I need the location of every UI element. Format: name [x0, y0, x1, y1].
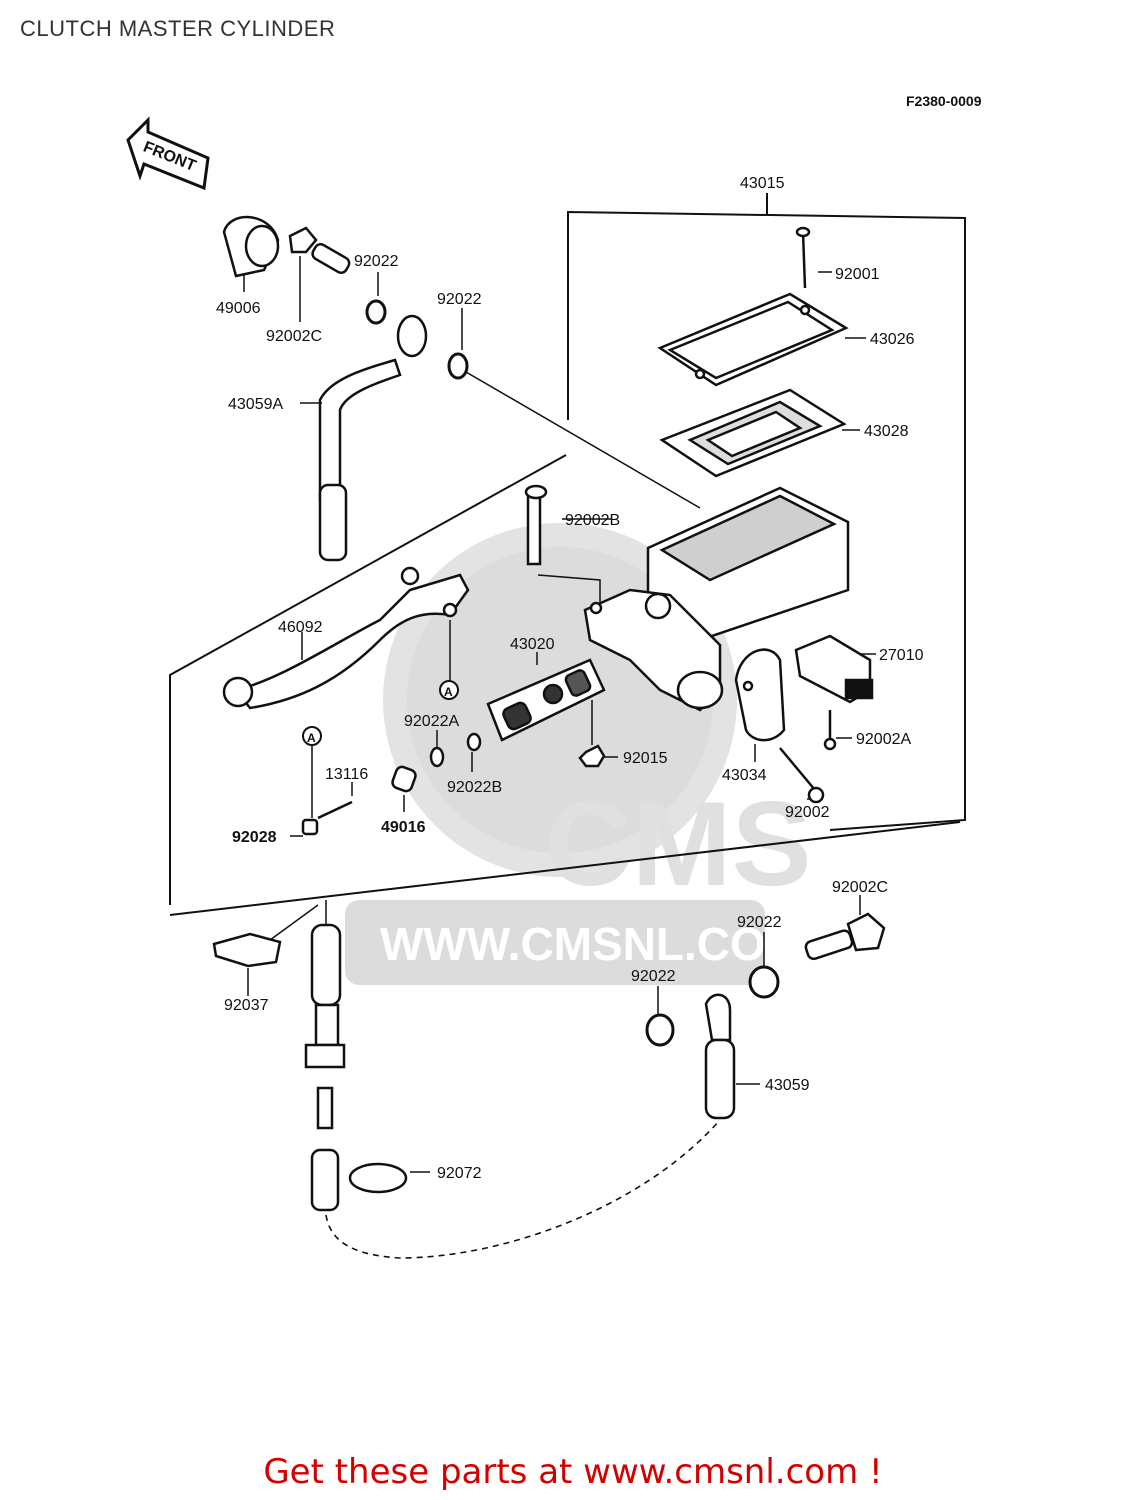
part-labels: 43015 92001 43026 43028 92002B 27010 920… [216, 175, 924, 1182]
label-43028: 43028 [864, 423, 909, 440]
screw-92002A [823, 710, 837, 751]
label-92002: 92002 [785, 804, 830, 821]
boot-49006 [222, 215, 280, 278]
label-92022A: 92022A [404, 713, 459, 730]
callout-a-2: A [307, 731, 316, 745]
label-46092: 46092 [278, 619, 323, 636]
label-43059A: 43059A [228, 396, 283, 413]
piston-assembly [486, 658, 606, 742]
hose-43059A [318, 314, 428, 562]
clutch-lever [222, 566, 470, 710]
leader-lines [243, 256, 876, 1173]
label-92022-c: 92022 [737, 914, 782, 931]
small-parts [301, 732, 482, 836]
label-43059: 43059 [765, 1077, 810, 1094]
screw-92001 [795, 226, 811, 289]
banjo-bolt-top [288, 226, 351, 274]
bolt-92002 [779, 747, 825, 804]
label-49016: 49016 [381, 819, 426, 836]
callout-a-1: A [444, 685, 453, 699]
label-92022B: 92022B [447, 779, 502, 796]
diaphragm [659, 388, 847, 478]
label-43015: 43015 [740, 175, 785, 192]
label-43034: 43034 [722, 767, 767, 784]
watermark-url: WWW.CMSNL.COM [380, 918, 804, 970]
washers [365, 299, 780, 1047]
pivot-bolt [524, 484, 601, 605]
clutch-hose-lower [304, 900, 721, 1259]
nut-92015 [578, 700, 606, 768]
label-13116: 13116 [325, 766, 368, 783]
label-49006: 49006 [216, 300, 261, 317]
label-92072: 92072 [437, 1165, 482, 1182]
callout-a [302, 680, 459, 818]
footer-link[interactable]: Get these parts at www.cmsnl.com ! [263, 1452, 883, 1492]
hose-band-92072 [348, 1162, 408, 1194]
assembly-frame [169, 193, 966, 916]
label-92002B: 92002B [565, 512, 620, 529]
handlebar-clamp [734, 648, 786, 742]
label-92022-a: 92022 [354, 253, 399, 270]
front-arrow-icon: FRONT [126, 116, 210, 191]
label-92022-b: 92022 [437, 291, 482, 308]
label-92037: 92037 [224, 997, 269, 1014]
label-92028: 92028 [232, 829, 277, 846]
clutch-switch [794, 634, 874, 704]
label-92015: 92015 [623, 750, 668, 767]
label-92002A: 92002A [856, 731, 911, 748]
label-43026: 43026 [870, 331, 915, 348]
hose-clamp-92037 [212, 904, 319, 968]
label-92002C-top: 92002C [266, 328, 322, 345]
master-cylinder-body [583, 486, 850, 712]
label-27010: 27010 [879, 647, 924, 664]
banjo-bolt-bottom [804, 912, 886, 961]
label-43020: 43020 [510, 636, 555, 653]
page-title: CLUTCH MASTER CYLINDER [20, 16, 336, 41]
label-92002C-bottom: 92002C [832, 879, 888, 896]
label-92022-d: 92022 [631, 968, 676, 985]
hose-43059 [704, 993, 736, 1120]
figure-code: F2380-0009 [906, 93, 982, 109]
label-92001: 92001 [835, 266, 880, 283]
reservoir-cap [657, 292, 849, 387]
